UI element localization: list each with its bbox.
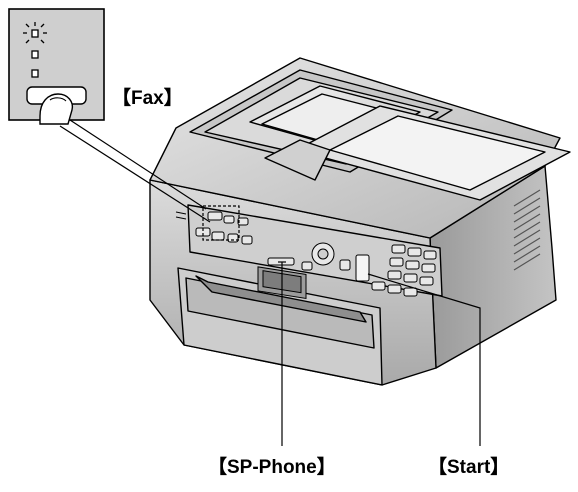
fax-label: 【Fax】 bbox=[112, 88, 183, 109]
sp-phone-label: 【SP-Phone】 bbox=[208, 457, 336, 478]
machine-body bbox=[149, 57, 571, 386]
label-leader-lines bbox=[278, 261, 481, 446]
blinking-indicator-icon bbox=[23, 22, 47, 44]
indicator-lamp bbox=[31, 69, 39, 78]
fax-panel-button bbox=[207, 211, 223, 221]
finger-icon bbox=[39, 93, 74, 125]
start-leader bbox=[367, 273, 481, 446]
side-vents bbox=[513, 189, 541, 271]
fax-highlight bbox=[202, 205, 240, 241]
start-label: 【Start】 bbox=[428, 457, 510, 478]
fax-callout-lines bbox=[59, 119, 211, 223]
indicator-lamp bbox=[31, 50, 39, 59]
start-panel-button bbox=[355, 254, 370, 282]
fax-button-inset bbox=[8, 8, 105, 125]
